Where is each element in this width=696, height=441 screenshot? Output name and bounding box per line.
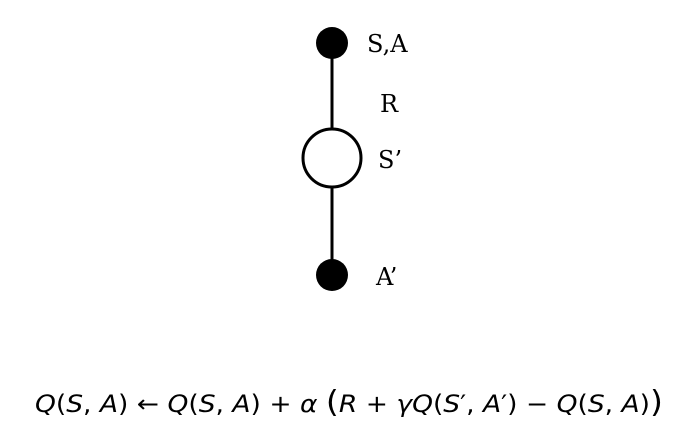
sarsa-update-equation: Q(S, A) ← Q(S, A) + α (R + γQ(S′, A′) − … xyxy=(35,385,663,420)
label-next-state: S’ xyxy=(378,146,402,174)
label-reward: R xyxy=(380,90,399,118)
node-next-state xyxy=(301,127,363,189)
node-state-action xyxy=(316,27,348,59)
node-next-action xyxy=(316,259,348,291)
label-state-action: S,A xyxy=(367,30,408,58)
label-next-action: A’ xyxy=(375,263,397,291)
